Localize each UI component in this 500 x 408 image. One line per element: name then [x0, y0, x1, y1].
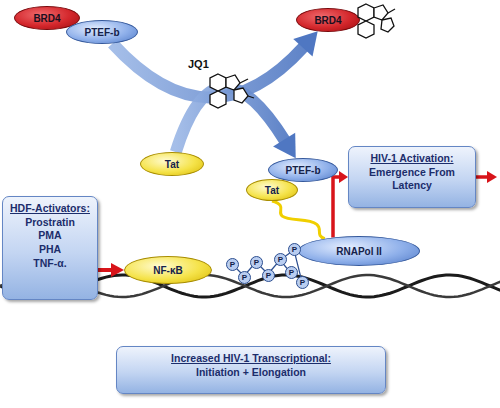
reaction-arrow: [176, 87, 285, 152]
arrow-head: [273, 133, 296, 159]
box-line: Prostratin: [9, 216, 91, 230]
activator-box: HDF-Activators:ProstratinPMAPHATNF-α.: [2, 196, 98, 300]
protein-name: RNAPol II: [336, 246, 382, 257]
box-heading: HIV-1 Activation:: [355, 152, 469, 166]
rna-tether: [272, 201, 325, 239]
outcome-box: HIV-1 Activation:Emergence From Latency: [348, 146, 476, 208]
protein-name: BRD4: [314, 15, 341, 26]
protein-name: NF-κB: [153, 265, 182, 276]
box-line: PHA: [9, 243, 91, 257]
connector: [272, 201, 325, 239]
protein-ellipse: Tat: [246, 179, 298, 201]
protein-name: Tat: [165, 159, 179, 170]
box-heading: HDF-Activators:: [9, 202, 91, 216]
polymerase-ellipse: RNAPol II: [298, 236, 420, 266]
box-line: PMA: [9, 229, 91, 243]
activation-arrow: [98, 268, 112, 272]
phosphate-mark: P: [262, 269, 275, 282]
exit-arrow-head: [487, 171, 497, 183]
arrow-head: [339, 171, 348, 183]
jq1-molecule: [358, 4, 395, 38]
protein-name: Tat: [265, 185, 279, 196]
phosphate-mark: P: [274, 253, 287, 266]
protein-ellipse: BRD4: [296, 8, 360, 32]
arrow-head: [111, 263, 124, 277]
phosphate-mark: P: [238, 271, 251, 284]
drug-label: JQ1: [186, 58, 211, 70]
arrow-head: [293, 31, 317, 56]
factor-ellipse: NF-κB: [124, 256, 212, 284]
connector: [176, 87, 296, 158]
exit-arrow: [487, 171, 497, 183]
phosphate-mark: P: [285, 266, 298, 279]
jq1-molecule: [210, 74, 254, 108]
phosphate-mark: P: [226, 258, 239, 271]
protein-ellipse: PTEF-b: [66, 20, 138, 44]
box-heading: Increased HIV-1 Transcriptional:: [123, 352, 379, 366]
protein-name: PTEF-b: [85, 27, 120, 38]
connector: [333, 171, 348, 237]
box-line: TNF-α.: [9, 257, 91, 271]
summary-box: Increased HIV-1 Transcriptional:Initiati…: [116, 346, 386, 394]
protein-name: BRD4: [33, 13, 60, 24]
box-line: Emergence From Latency: [355, 166, 469, 193]
phosphate-mark: P: [250, 256, 263, 269]
exit-arrow: [476, 175, 488, 179]
protein-name: PTEF-b: [286, 165, 321, 176]
phosphate-mark: P: [296, 276, 309, 289]
box-line: Initiation + Elongation: [123, 366, 379, 380]
connector: [98, 263, 124, 277]
protein-ellipse: Tat: [140, 152, 204, 176]
activation-arrow: [333, 177, 340, 237]
phosphate-mark: P: [288, 243, 301, 256]
